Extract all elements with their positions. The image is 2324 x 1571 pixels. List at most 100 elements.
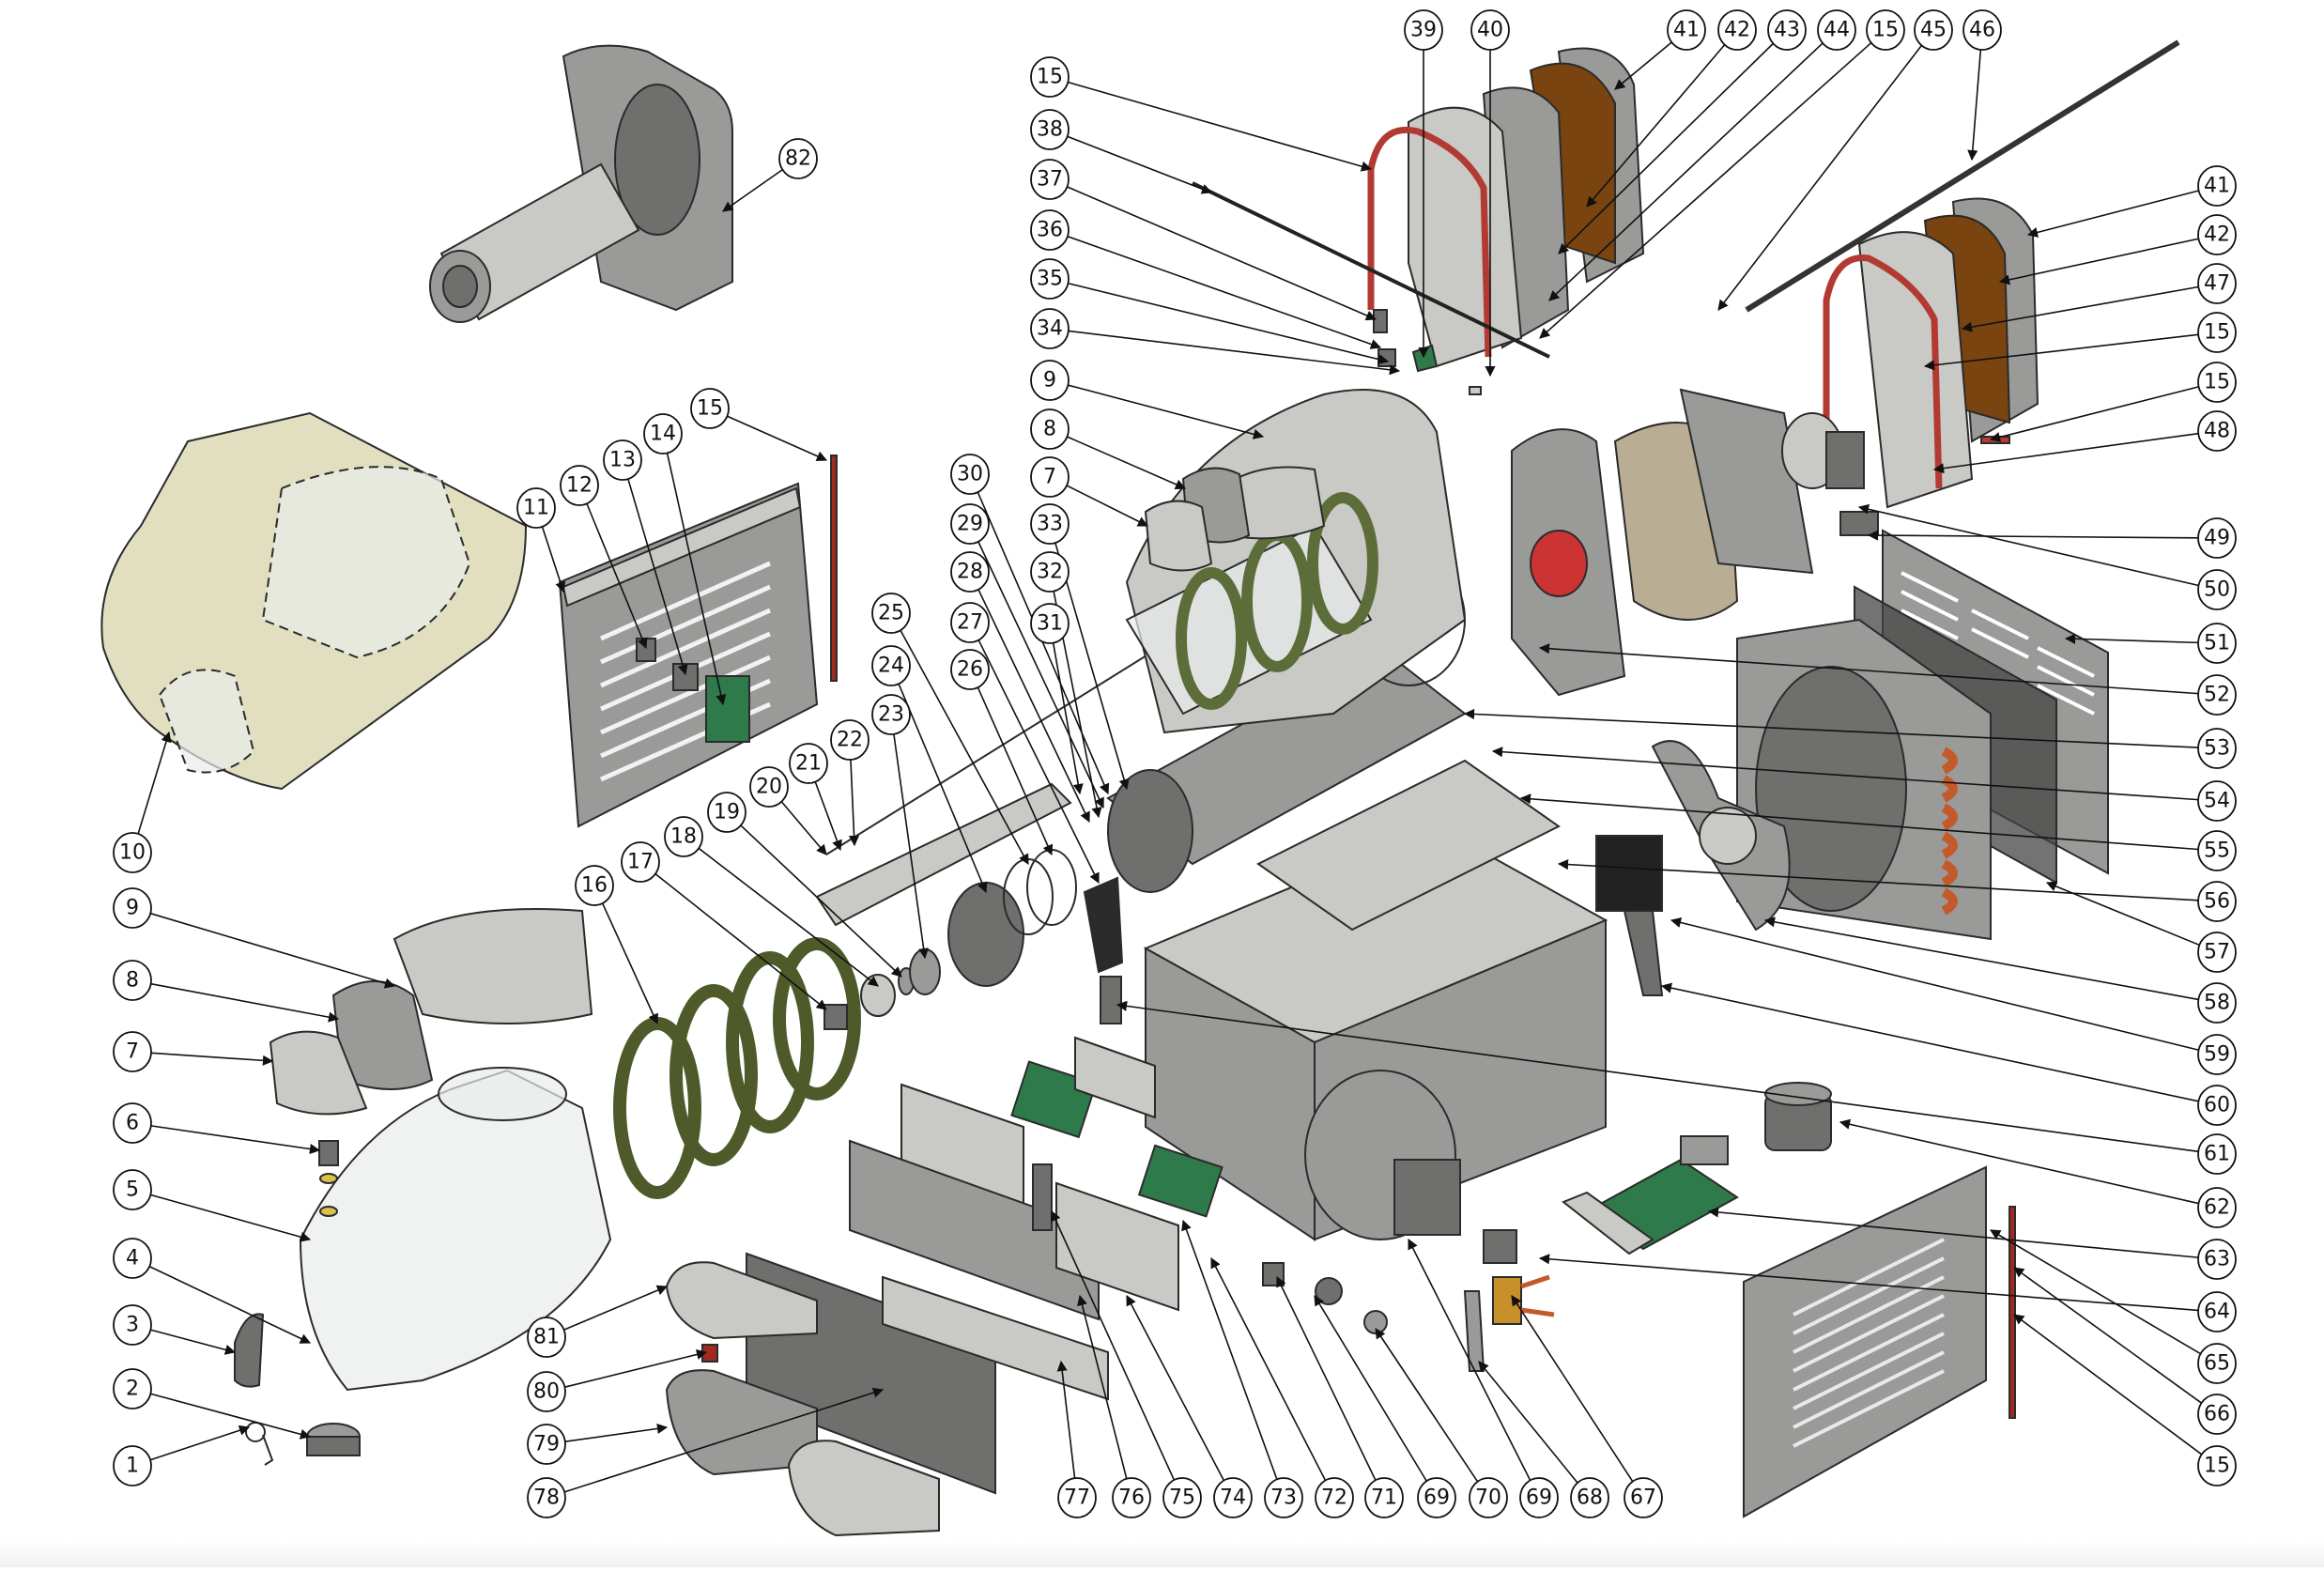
callout-75[interactable]: 75 bbox=[1162, 1477, 1202, 1518]
callout-74[interactable]: 74 bbox=[1213, 1477, 1253, 1518]
callout-number: 15 bbox=[2204, 1455, 2230, 1478]
callout-15[interactable]: 15 bbox=[2197, 1445, 2237, 1486]
callout-57[interactable]: 57 bbox=[2197, 932, 2237, 973]
callout-38[interactable]: 38 bbox=[1030, 109, 1070, 150]
callout-9[interactable]: 9 bbox=[113, 887, 152, 929]
callout-11[interactable]: 11 bbox=[516, 487, 556, 529]
callout-15[interactable]: 15 bbox=[1030, 56, 1070, 98]
callout-41[interactable]: 41 bbox=[2197, 165, 2237, 207]
callout-23[interactable]: 23 bbox=[871, 694, 911, 735]
callout-53[interactable]: 53 bbox=[2197, 728, 2237, 769]
callout-15[interactable]: 15 bbox=[1866, 9, 1905, 51]
callout-44[interactable]: 44 bbox=[1817, 9, 1856, 51]
callout-13[interactable]: 13 bbox=[603, 439, 642, 481]
callout-82[interactable]: 82 bbox=[778, 138, 818, 179]
callout-71[interactable]: 71 bbox=[1364, 1477, 1404, 1518]
callout-69[interactable]: 69 bbox=[1417, 1477, 1456, 1518]
callout-81[interactable]: 81 bbox=[527, 1317, 566, 1358]
callout-28[interactable]: 28 bbox=[950, 551, 990, 593]
callout-35[interactable]: 35 bbox=[1030, 258, 1070, 300]
callout-31[interactable]: 31 bbox=[1030, 603, 1070, 644]
callout-43[interactable]: 43 bbox=[1767, 9, 1807, 51]
callout-39[interactable]: 39 bbox=[1404, 9, 1443, 51]
callout-16[interactable]: 16 bbox=[575, 865, 614, 906]
callout-7[interactable]: 7 bbox=[1030, 456, 1070, 498]
callout-79[interactable]: 79 bbox=[527, 1424, 566, 1465]
callout-36[interactable]: 36 bbox=[1030, 209, 1070, 251]
callout-5[interactable]: 5 bbox=[113, 1169, 152, 1210]
part-tap-nut bbox=[306, 1423, 361, 1456]
callout-8[interactable]: 8 bbox=[113, 960, 152, 1001]
callout-18[interactable]: 18 bbox=[664, 816, 703, 857]
callout-3[interactable]: 3 bbox=[113, 1304, 152, 1346]
callout-6[interactable]: 6 bbox=[113, 1102, 152, 1144]
callout-27[interactable]: 27 bbox=[950, 602, 990, 643]
callout-24[interactable]: 24 bbox=[871, 645, 911, 686]
callout-69[interactable]: 69 bbox=[1519, 1477, 1559, 1518]
callout-55[interactable]: 55 bbox=[2197, 830, 2237, 871]
callout-56[interactable]: 56 bbox=[2197, 881, 2237, 922]
callout-14[interactable]: 14 bbox=[643, 413, 683, 454]
callout-10[interactable]: 10 bbox=[113, 832, 152, 873]
callout-59[interactable]: 59 bbox=[2197, 1034, 2237, 1075]
callout-49[interactable]: 49 bbox=[2197, 517, 2237, 559]
callout-bubble bbox=[2197, 517, 2237, 559]
callout-58[interactable]: 58 bbox=[2197, 982, 2237, 1024]
callout-30[interactable]: 30 bbox=[950, 454, 990, 495]
callout-72[interactable]: 72 bbox=[1315, 1477, 1354, 1518]
callout-45[interactable]: 45 bbox=[1914, 9, 1953, 51]
callout-7[interactable]: 7 bbox=[113, 1031, 152, 1072]
callout-60[interactable]: 60 bbox=[2197, 1085, 2237, 1126]
callout-22[interactable]: 22 bbox=[830, 719, 870, 761]
callout-number: 63 bbox=[2204, 1248, 2230, 1271]
callout-15[interactable]: 15 bbox=[2197, 362, 2237, 403]
callout-29[interactable]: 29 bbox=[950, 503, 990, 545]
callout-70[interactable]: 70 bbox=[1469, 1477, 1508, 1518]
callout-78[interactable]: 78 bbox=[527, 1477, 566, 1518]
callout-34[interactable]: 34 bbox=[1030, 308, 1070, 349]
callout-33[interactable]: 33 bbox=[1030, 503, 1070, 545]
callout-42[interactable]: 42 bbox=[1717, 9, 1757, 51]
callout-73[interactable]: 73 bbox=[1264, 1477, 1303, 1518]
callout-32[interactable]: 32 bbox=[1030, 551, 1070, 593]
callout-8[interactable]: 8 bbox=[1030, 408, 1070, 450]
callout-1[interactable]: 1 bbox=[113, 1445, 152, 1486]
callout-42[interactable]: 42 bbox=[2197, 214, 2237, 255]
callout-67[interactable]: 67 bbox=[1624, 1477, 1663, 1518]
callout-76[interactable]: 76 bbox=[1112, 1477, 1151, 1518]
callout-19[interactable]: 19 bbox=[707, 792, 746, 833]
callout-41[interactable]: 41 bbox=[1667, 9, 1706, 51]
callout-46[interactable]: 46 bbox=[1962, 9, 2002, 51]
callout-15[interactable]: 15 bbox=[690, 388, 730, 429]
callout-20[interactable]: 20 bbox=[749, 766, 789, 808]
callout-64[interactable]: 64 bbox=[2197, 1291, 2237, 1332]
callout-80[interactable]: 80 bbox=[527, 1371, 566, 1412]
callout-4[interactable]: 4 bbox=[113, 1238, 152, 1279]
callout-51[interactable]: 51 bbox=[2197, 623, 2237, 664]
callout-number: 1 bbox=[126, 1455, 139, 1478]
callout-2[interactable]: 2 bbox=[113, 1368, 152, 1409]
callout-50[interactable]: 50 bbox=[2197, 569, 2237, 610]
callout-9[interactable]: 9 bbox=[1030, 360, 1070, 401]
callout-21[interactable]: 21 bbox=[789, 743, 828, 784]
callout-54[interactable]: 54 bbox=[2197, 780, 2237, 822]
callout-17[interactable]: 17 bbox=[621, 841, 660, 883]
callout-40[interactable]: 40 bbox=[1470, 9, 1510, 51]
callout-63[interactable]: 63 bbox=[2197, 1239, 2237, 1280]
callout-62[interactable]: 62 bbox=[2197, 1187, 2237, 1228]
callout-bubble bbox=[527, 1477, 566, 1518]
callout-61[interactable]: 61 bbox=[2197, 1133, 2237, 1175]
callout-66[interactable]: 66 bbox=[2197, 1394, 2237, 1435]
callout-77[interactable]: 77 bbox=[1057, 1477, 1097, 1518]
callout-48[interactable]: 48 bbox=[2197, 410, 2237, 452]
callout-68[interactable]: 68 bbox=[1570, 1477, 1609, 1518]
callout-52[interactable]: 52 bbox=[2197, 674, 2237, 716]
callout-15[interactable]: 15 bbox=[2197, 312, 2237, 353]
callout-47[interactable]: 47 bbox=[2197, 263, 2237, 304]
callout-26[interactable]: 26 bbox=[950, 649, 990, 690]
callout-25[interactable]: 25 bbox=[871, 593, 911, 634]
callout-65[interactable]: 65 bbox=[2197, 1343, 2237, 1384]
callout-bubble bbox=[1364, 1477, 1404, 1518]
callout-37[interactable]: 37 bbox=[1030, 159, 1070, 200]
callout-12[interactable]: 12 bbox=[560, 465, 599, 506]
